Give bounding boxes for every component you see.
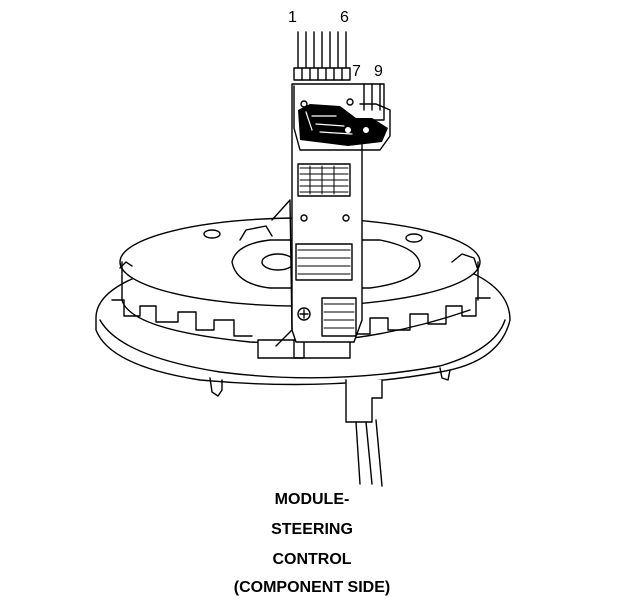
caption-line-2: STEERING xyxy=(271,521,353,538)
trace-area xyxy=(298,104,388,146)
pin-label-1: 1 xyxy=(288,9,297,26)
pin-label-9: 9 xyxy=(374,63,383,80)
caption-line-4: (COMPONENT SIDE) xyxy=(233,579,391,596)
component-block-2 xyxy=(295,243,353,281)
pins-1-6 xyxy=(293,31,351,81)
caption-line-1: MODULE- xyxy=(274,491,350,508)
circuit-board xyxy=(271,83,391,347)
caption-line-3: CONTROL xyxy=(272,551,352,568)
lower-connector xyxy=(345,379,383,487)
pin-label-6: 6 xyxy=(340,9,349,26)
pin-label-7: 7 xyxy=(352,63,361,80)
pins-7-9 xyxy=(363,83,381,111)
